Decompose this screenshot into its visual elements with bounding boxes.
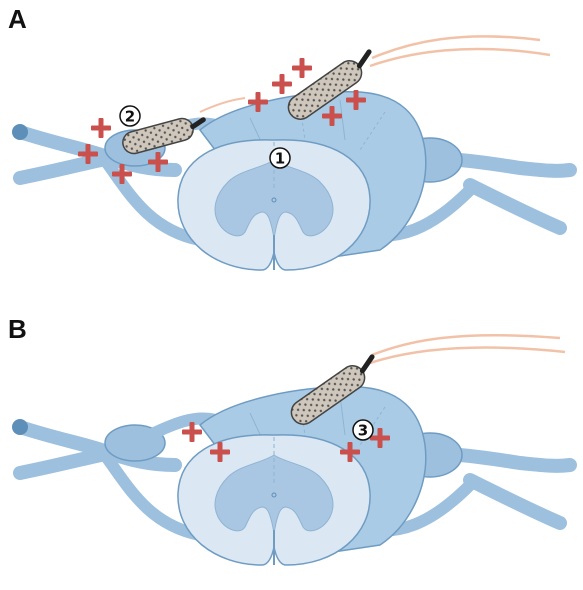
marker-2: 2 [120,106,140,126]
marker-1: 1 [270,148,290,168]
panel-a: A [8,4,570,270]
lead-wire-a2 [370,49,550,66]
panel-letter-b: B [8,314,27,344]
lead-wire-a1 [372,36,540,58]
panel-letter-a: A [8,4,27,34]
panel-b: B 3 [8,314,570,565]
marker-3-label: 3 [358,422,368,440]
marker-3: 3 [353,420,373,440]
lead-wire-b1 [372,335,560,355]
lead-wire-b2 [370,348,565,363]
marker-1-label: 1 [275,150,285,168]
marker-2-label: 2 [125,108,135,126]
